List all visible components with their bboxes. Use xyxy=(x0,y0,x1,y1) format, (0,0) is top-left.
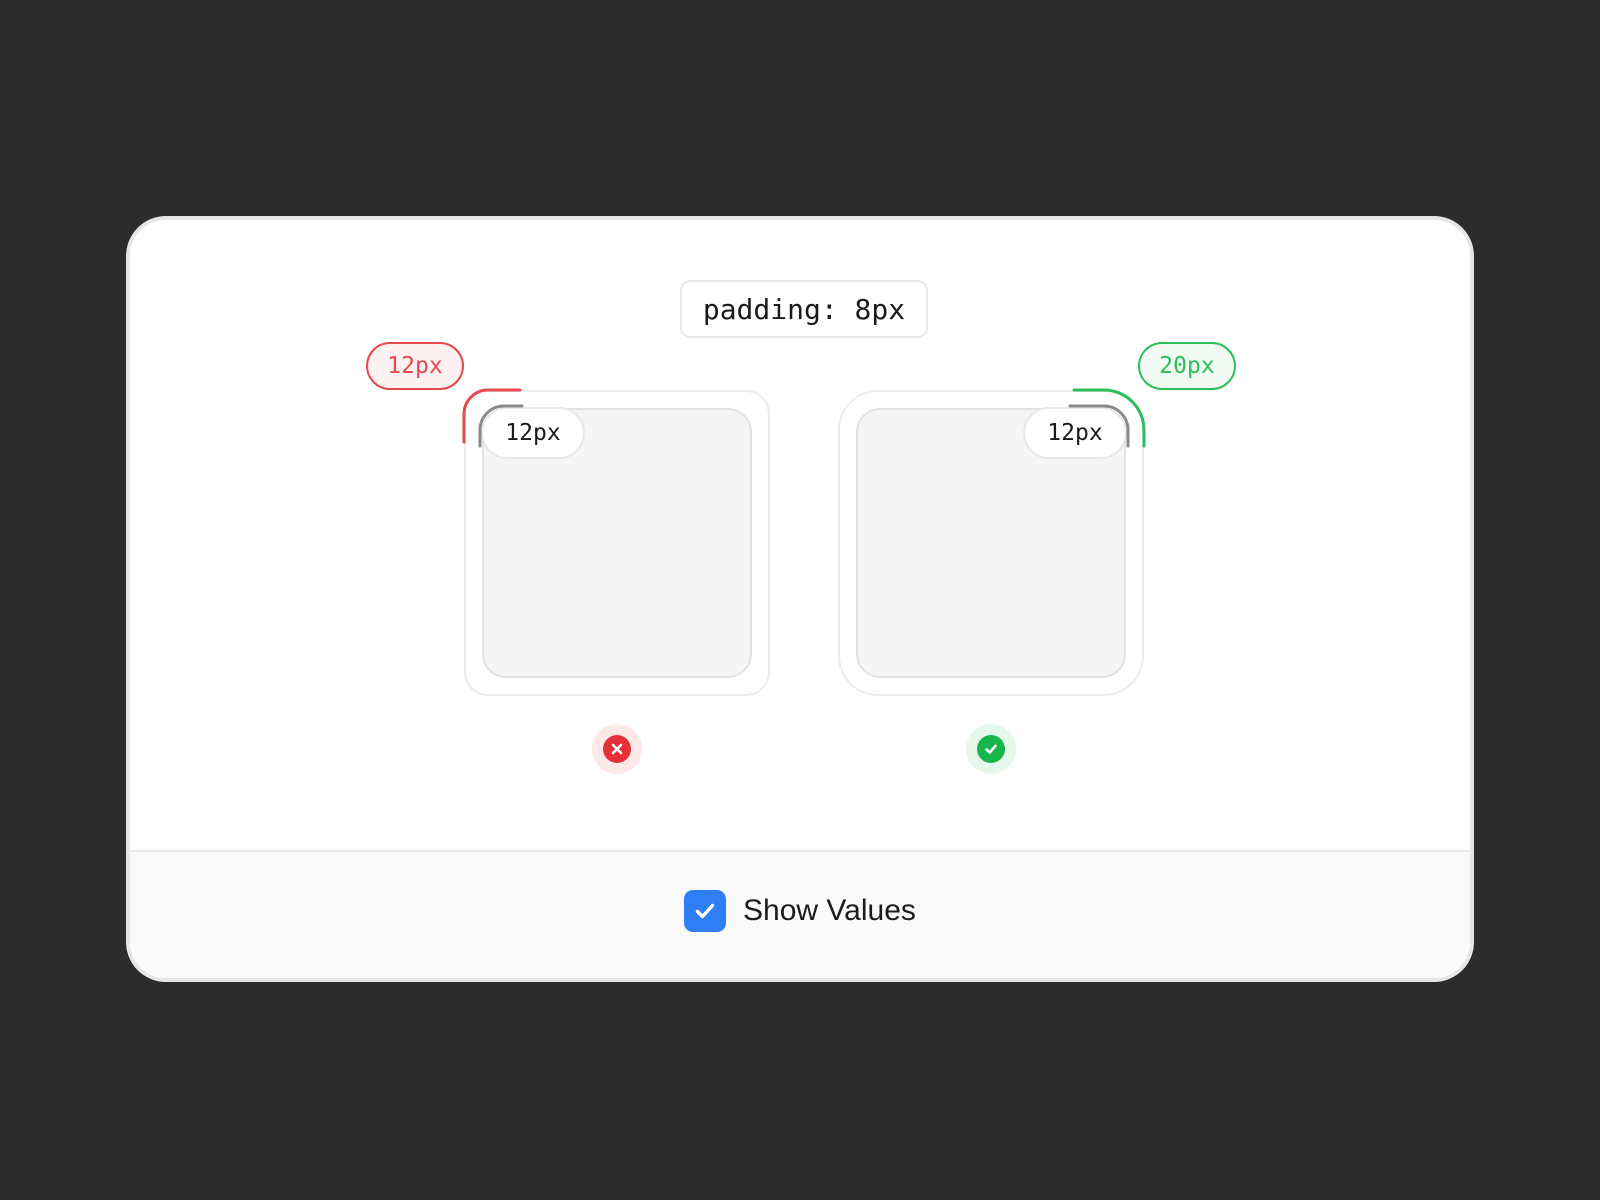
x-icon xyxy=(603,735,631,763)
show-values-label: Show Values xyxy=(743,894,916,927)
footer-bar: Show Values xyxy=(130,850,1470,978)
correct-status xyxy=(966,724,1016,774)
show-values-toggle[interactable]: Show Values xyxy=(684,890,916,932)
outer-radius-badge-incorrect: 12px xyxy=(366,342,464,390)
incorrect-status xyxy=(592,724,642,774)
checkmark-icon xyxy=(695,903,715,919)
inner-radius-badge-incorrect: 12px xyxy=(481,407,585,459)
outer-radius-badge-correct: 20px xyxy=(1138,342,1236,390)
outer-box-incorrect: 12px xyxy=(464,390,770,696)
check-icon xyxy=(977,735,1005,763)
padding-code-label: padding: 8px xyxy=(680,280,928,338)
outer-box-correct: 12px xyxy=(838,390,1144,696)
show-values-checkbox[interactable] xyxy=(684,890,726,932)
demo-card: padding: 8px 12px 20px 12px 12px xyxy=(126,216,1474,982)
inner-radius-badge-correct: 12px xyxy=(1023,407,1127,459)
